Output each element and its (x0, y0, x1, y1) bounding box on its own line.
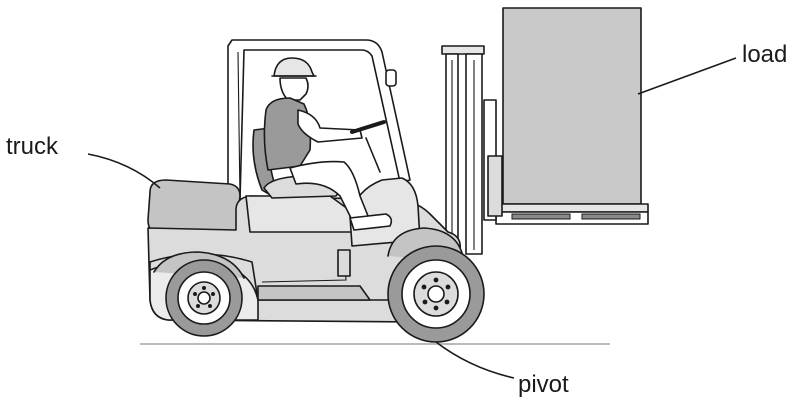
load-label: load (742, 41, 787, 68)
load-leader-line (638, 58, 736, 94)
load-box (496, 8, 648, 224)
pivot-leader-line (436, 342, 514, 378)
mast (442, 46, 502, 254)
truck-label: truck (6, 133, 59, 160)
pivot-label: pivot (518, 371, 569, 398)
rear-wheel (166, 260, 242, 336)
truck-leader-line (88, 154, 160, 188)
front-wheel (388, 246, 484, 342)
